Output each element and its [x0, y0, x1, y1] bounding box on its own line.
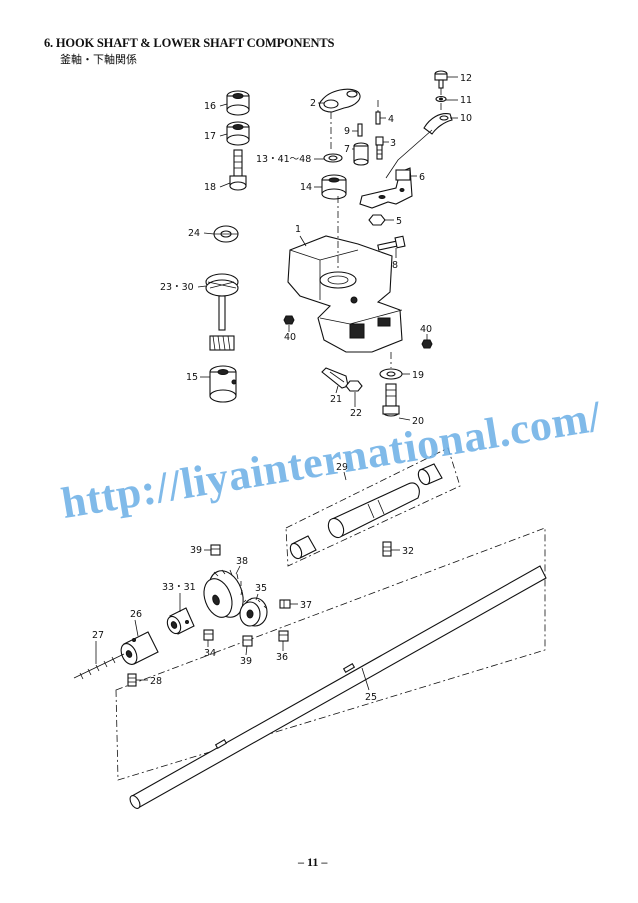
part-29-collar-left	[289, 535, 317, 560]
callout-13: 13・41～48	[256, 154, 311, 165]
part-27-spring-pin	[73, 653, 125, 680]
part-29-lower-shaft-bushing	[327, 482, 420, 539]
part-40-nut-right	[421, 339, 433, 349]
callout-9: 9	[344, 126, 350, 137]
part-35-gear	[239, 597, 268, 627]
part-32-screw	[382, 541, 392, 557]
part-6-bracket	[359, 129, 433, 209]
callout-10: 10	[460, 113, 472, 124]
callout-24: 24	[188, 228, 200, 239]
callout-8: 8	[392, 260, 398, 271]
part-22-nut	[345, 380, 363, 392]
callout-33: 33・31	[162, 582, 196, 593]
part-33-collar	[166, 607, 195, 635]
part-37-screw	[279, 599, 291, 609]
part-15-bushing	[209, 365, 237, 403]
callout-39-bottom: 39	[240, 656, 252, 667]
group-boundary-25	[115, 527, 546, 781]
part-16-collar	[226, 90, 250, 116]
callout-17: 17	[204, 131, 216, 142]
part-9-pin	[357, 123, 363, 137]
part-17-collar	[226, 121, 250, 146]
part-7-bushing	[353, 142, 369, 166]
callouts: 16 17 18 2 4 9 3 7 13・41～48 14 12 11 10	[92, 73, 472, 703]
callout-23: 23・30	[160, 282, 194, 293]
page-number: – 11 –	[298, 855, 328, 869]
part-20-screw	[382, 383, 400, 417]
part-18-screw	[229, 149, 247, 191]
part-36-screw	[278, 630, 289, 642]
callout-37: 37	[300, 600, 312, 611]
section-subtitle: 釜軸・下軸関係	[60, 53, 137, 66]
callout-39-top: 39	[190, 545, 202, 556]
callout-34: 34	[204, 648, 216, 659]
callout-27: 27	[92, 630, 104, 641]
part-1-hook-base	[287, 196, 403, 353]
callout-1: 1	[295, 224, 301, 235]
callout-15: 15	[186, 372, 198, 383]
part-13-washer	[323, 153, 343, 163]
callout-25: 25	[365, 692, 377, 703]
callout-36: 36	[276, 652, 288, 663]
part-39-screw-top	[210, 544, 221, 556]
callout-7: 7	[344, 144, 350, 155]
callout-40-right: 40	[420, 324, 432, 335]
part-29-collar-right	[417, 463, 443, 486]
callout-16: 16	[204, 101, 216, 112]
part-23-hook	[205, 273, 239, 331]
part-5-nut	[368, 214, 386, 226]
part-25-lower-shaft	[129, 565, 547, 809]
part-39-screw-bottom	[242, 635, 253, 647]
callout-40-left: 40	[284, 332, 296, 343]
callout-14: 14	[300, 182, 312, 193]
callout-4: 4	[388, 114, 394, 125]
callout-19: 19	[412, 370, 424, 381]
callout-22: 22	[350, 408, 362, 419]
part-2-crank	[319, 88, 361, 152]
callout-5: 5	[396, 216, 402, 227]
part-23-hook-gear	[209, 335, 235, 351]
part-19-washer	[379, 368, 403, 380]
callout-35: 35	[255, 583, 267, 594]
callout-38: 38	[236, 556, 248, 567]
part-38-gear	[203, 569, 244, 618]
callout-6: 6	[419, 172, 425, 183]
callout-20: 20	[412, 416, 424, 427]
section-title: 6. HOOK SHAFT & LOWER SHAFT COMPONENTS	[44, 36, 335, 50]
part-14-bushing	[321, 174, 347, 200]
part-4-pin	[375, 111, 381, 125]
part-12-screw	[434, 70, 448, 89]
part-24-bobbin	[213, 225, 239, 243]
part-26-collar	[120, 631, 159, 665]
part-10-lever	[423, 113, 453, 135]
group-boundary-29	[285, 447, 461, 567]
callout-28: 28	[150, 676, 162, 687]
callout-29: 29	[336, 462, 348, 473]
callout-2: 2	[310, 98, 316, 109]
part-28-screw	[127, 673, 137, 687]
callout-3: 3	[390, 138, 396, 149]
callout-18: 18	[204, 182, 216, 193]
callout-11: 11	[460, 95, 472, 106]
part-21-eccentric-shaft	[321, 367, 349, 389]
callout-32: 32	[402, 546, 414, 557]
callout-21: 21	[330, 394, 342, 405]
part-3-screw	[375, 136, 384, 160]
callout-26: 26	[130, 609, 142, 620]
part-8-screw	[377, 235, 406, 251]
part-34-screw	[203, 629, 214, 641]
callout-12: 12	[460, 73, 472, 84]
part-40-nut-left	[283, 315, 295, 325]
